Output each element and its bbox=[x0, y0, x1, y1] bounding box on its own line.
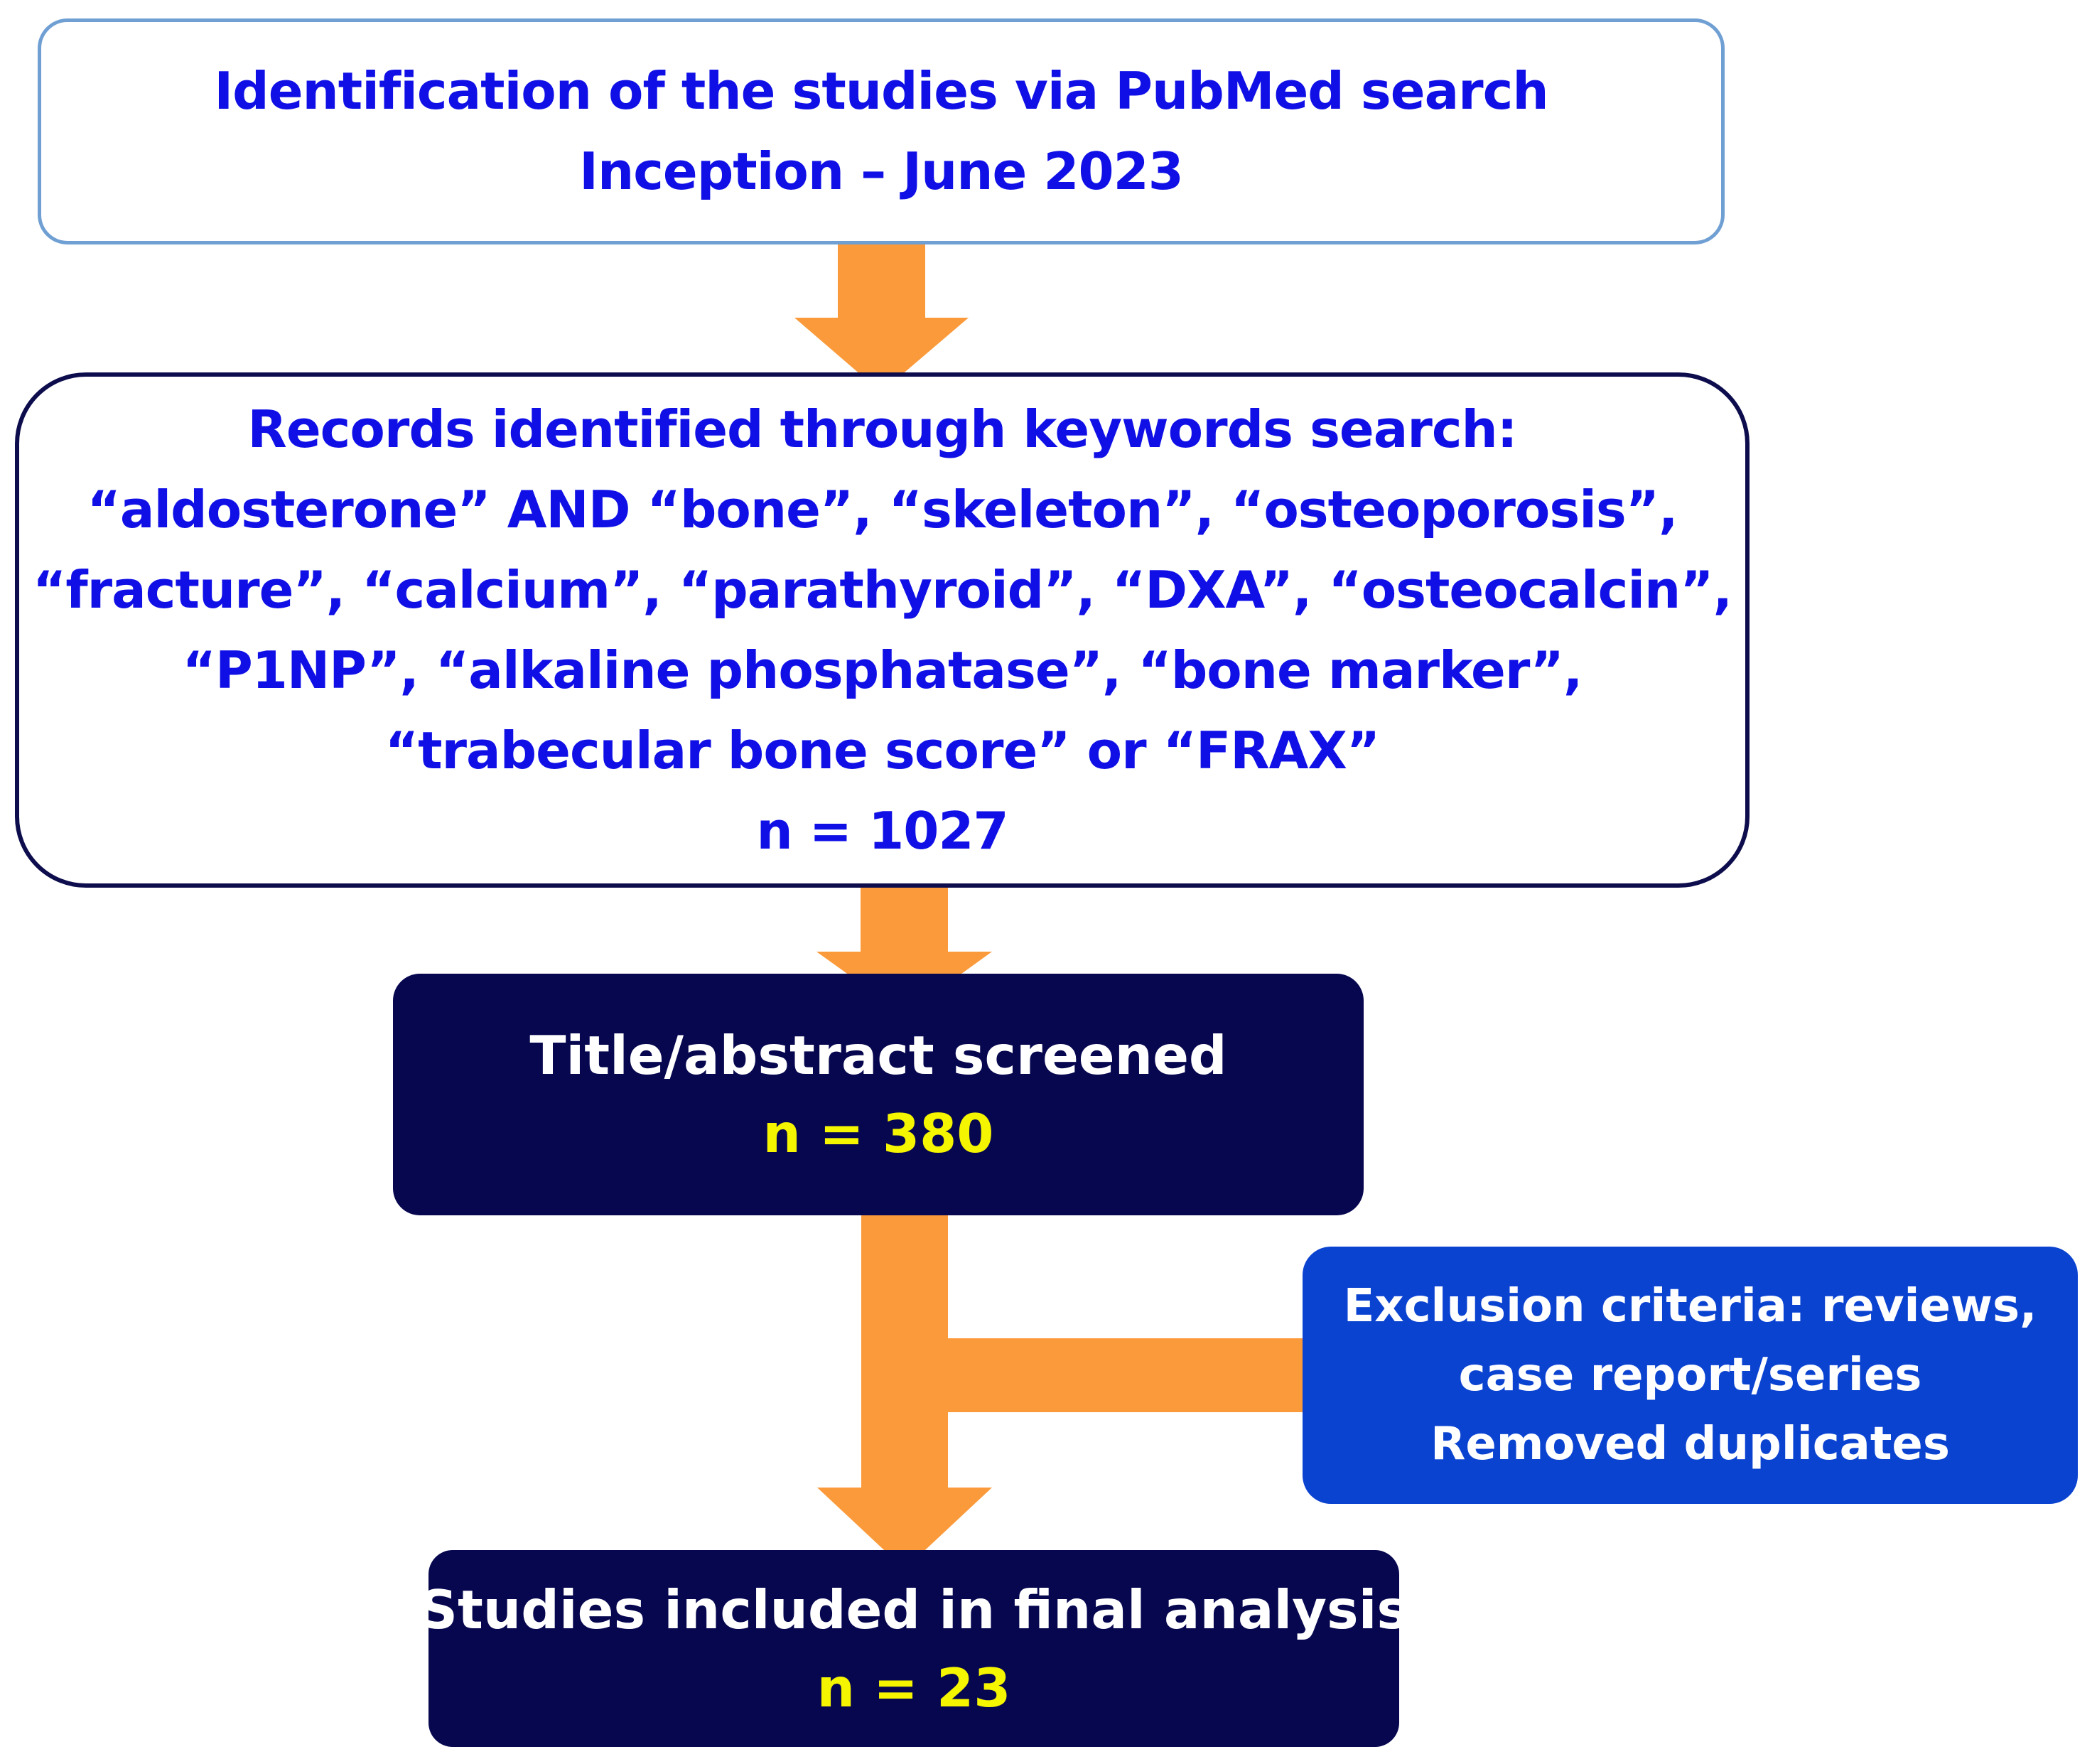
records-line-2: “aldosterone” AND “bone”, “skeleton”, “o… bbox=[87, 479, 1678, 539]
arrow-identification-to-records bbox=[794, 242, 969, 392]
arrow-screened-to-exclusion bbox=[948, 1306, 1381, 1444]
records-line-5: “trabecular bone score” or “FRAX” bbox=[384, 720, 1380, 780]
screened-label: Title/abstract screened bbox=[529, 1024, 1227, 1087]
screened-count: n = 380 bbox=[762, 1102, 994, 1165]
records-line-3: “fracture”, “calcium”, “parathyroid”, “D… bbox=[33, 559, 1732, 620]
included-box: Studies included in final analysis n = 2… bbox=[419, 1550, 1408, 1747]
included-label: Studies included in final analysis bbox=[419, 1578, 1409, 1641]
exclusion-line-3: Removed duplicates bbox=[1430, 1417, 1950, 1470]
arrow-screened-to-included bbox=[817, 1212, 992, 1569]
identification-box: Identification of the studies via PubMed… bbox=[38, 18, 1725, 244]
identification-line-2: Inception – June 2023 bbox=[579, 141, 1184, 201]
identification-line-1: Identification of the studies via PubMed… bbox=[214, 61, 1548, 121]
exclusion-line-2: case report/series bbox=[1458, 1348, 1922, 1402]
records-line-1: Records identified through keywords sear… bbox=[247, 399, 1517, 459]
screened-box: Title/abstract screened n = 380 bbox=[393, 974, 1364, 1215]
records-box: Records identified through keywords sear… bbox=[15, 372, 1750, 888]
records-count: n = 1027 bbox=[756, 800, 1008, 861]
exclusion-line-1: Exclusion criteria: reviews, bbox=[1343, 1279, 2037, 1333]
records-line-4: “P1NP”, “alkaline phosphatase”, “bone ma… bbox=[182, 640, 1583, 700]
included-count: n = 23 bbox=[816, 1656, 1011, 1719]
exclusion-box: Exclusion criteria: reviews, case report… bbox=[1303, 1247, 2078, 1504]
